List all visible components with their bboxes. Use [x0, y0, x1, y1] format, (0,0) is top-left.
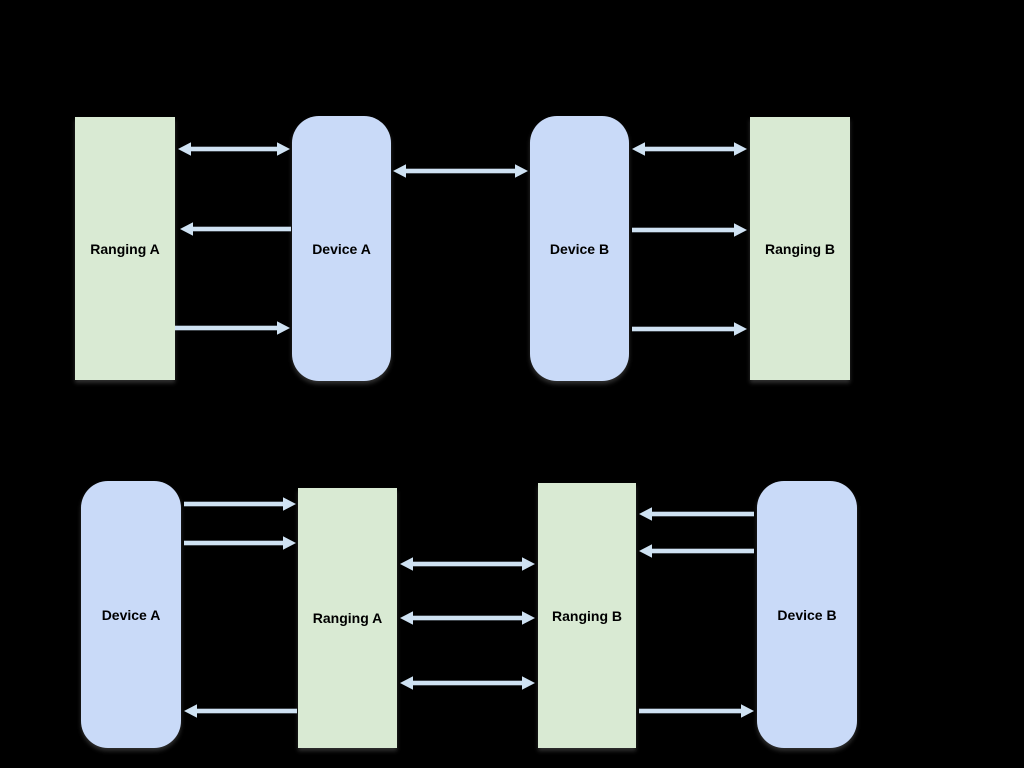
arrow-top-device-a-to-top-device-b-3 — [393, 164, 528, 178]
node-label-top-ranging-b: Ranging B — [765, 240, 835, 257]
arrow-bot-ranging-a-to-bot-ranging-b-5 — [400, 676, 535, 690]
node-top-device-a: Device A — [292, 116, 391, 381]
arrow-bot-ranging-a-to-bot-ranging-b-3 — [400, 557, 535, 571]
arrowhead-left-icon — [632, 142, 645, 156]
arrow-shaft — [643, 146, 736, 152]
arrowhead-right-icon — [522, 676, 535, 690]
node-label-bot-ranging-a: Ranging A — [312, 610, 383, 626]
arrowhead-right-icon — [283, 536, 296, 550]
arrow-top-device-b-to-top-ranging-b-4 — [632, 142, 747, 156]
arrowhead-left-icon — [393, 164, 406, 178]
node-label-bot-device-a: Device A — [101, 606, 161, 623]
arrowhead-right-icon — [522, 611, 535, 625]
arrowhead-left-icon — [639, 507, 652, 521]
arrowhead-right-icon — [277, 142, 290, 156]
arrowhead-left-icon — [180, 222, 193, 236]
arrow-top-device-b-to-top-ranging-b-5 — [632, 223, 747, 237]
arrow-bot-device-a-to-bot-ranging-a-1 — [184, 536, 296, 550]
arrow-top-ranging-a-to-top-device-a-0 — [178, 142, 290, 156]
arrow-bot-device-b-to-bot-ranging-b-6 — [639, 507, 754, 521]
node-label-top-device-b: Device B — [549, 240, 610, 257]
arrowhead-right-icon — [277, 321, 290, 335]
node-label-bot-device-b: Device B — [777, 606, 837, 623]
node-top-device-b: Device B — [530, 116, 629, 381]
arrow-shaft — [639, 708, 743, 714]
arrowhead-right-icon — [283, 497, 296, 511]
arrow-shaft — [191, 226, 291, 232]
arrow-shaft — [411, 615, 524, 621]
arrow-top-device-a-to-top-ranging-a-1 — [180, 222, 291, 236]
arrow-shaft — [632, 227, 736, 233]
arrow-shaft — [404, 168, 517, 174]
node-bot-ranging-a: Ranging A — [298, 488, 397, 748]
arrow-shaft — [189, 146, 279, 152]
arrow-bot-ranging-b-to-bot-device-b-8 — [639, 704, 754, 718]
node-bot-device-b: Device B — [757, 481, 857, 748]
arrow-shaft — [632, 326, 736, 332]
arrowhead-left-icon — [178, 142, 191, 156]
arrow-shaft — [195, 708, 297, 714]
arrow-bot-ranging-a-to-bot-ranging-b-4 — [400, 611, 535, 625]
arrowhead-right-icon — [522, 557, 535, 571]
arrowhead-right-icon — [741, 704, 754, 718]
node-label-bot-ranging-b: Ranging B — [552, 607, 622, 624]
arrowhead-right-icon — [734, 322, 747, 336]
arrowhead-left-icon — [400, 611, 413, 625]
arrow-shaft — [411, 561, 524, 567]
arrow-top-ranging-a-to-top-device-a-2 — [175, 321, 290, 335]
node-top-ranging-a: Ranging A — [75, 117, 175, 380]
node-label-top-device-a: Device A — [312, 240, 371, 257]
arrowhead-right-icon — [734, 223, 747, 237]
arrow-bot-ranging-a-to-bot-device-a-2 — [184, 704, 297, 718]
node-label-top-ranging-a: Ranging A — [90, 240, 160, 257]
arrow-bot-device-b-to-bot-ranging-b-7 — [639, 544, 754, 558]
arrow-shaft — [411, 680, 524, 686]
arrowhead-left-icon — [184, 704, 197, 718]
arrowhead-left-icon — [639, 544, 652, 558]
arrow-top-device-b-to-top-ranging-b-6 — [632, 322, 747, 336]
arrowhead-right-icon — [734, 142, 747, 156]
node-top-ranging-b: Ranging B — [750, 117, 850, 380]
arrowhead-right-icon — [515, 164, 528, 178]
node-bot-ranging-b: Ranging B — [538, 483, 636, 748]
arrow-bot-device-a-to-bot-ranging-a-0 — [184, 497, 296, 511]
arrow-shaft — [175, 325, 279, 331]
arrow-shaft — [184, 501, 285, 507]
node-bot-device-a: Device A — [81, 481, 181, 748]
arrow-shaft — [650, 511, 754, 517]
arrowhead-left-icon — [400, 557, 413, 571]
arrowhead-left-icon — [400, 676, 413, 690]
arrow-shaft — [650, 548, 754, 554]
arrow-shaft — [184, 540, 285, 546]
